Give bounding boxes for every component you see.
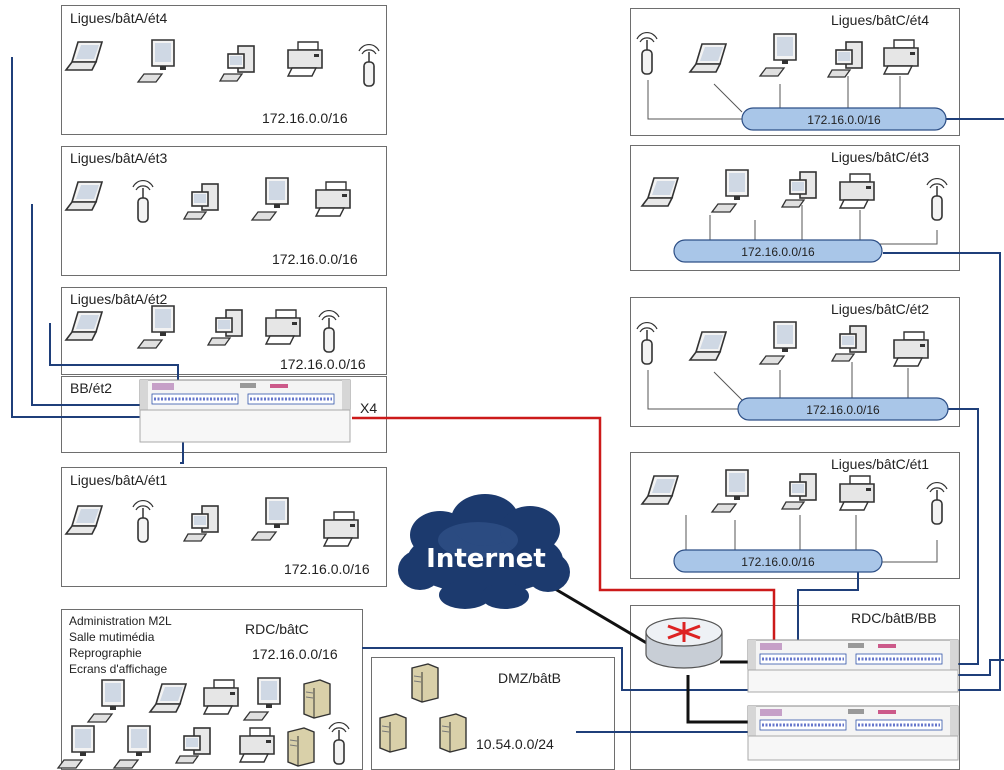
printer-icon xyxy=(315,181,351,217)
switch-chassis-icon xyxy=(138,378,352,412)
printer-icon xyxy=(287,41,323,77)
wifi-antenna-icon xyxy=(926,481,948,525)
desktop-icon xyxy=(711,469,749,513)
wifi-antenna-icon xyxy=(636,31,658,75)
printer-icon xyxy=(323,511,359,547)
wifi-antenna-icon xyxy=(636,321,658,365)
workstation-icon xyxy=(207,309,243,346)
zone-title: Ligues/bâtA/ét4 xyxy=(70,10,168,26)
wifi-antenna-icon xyxy=(318,309,340,353)
switch-chassis-icon xyxy=(746,638,960,672)
network-bus xyxy=(673,239,883,263)
workstation-icon xyxy=(831,325,867,362)
server-icon xyxy=(439,713,467,753)
laptop-icon xyxy=(689,331,727,361)
workstation-icon xyxy=(219,45,255,82)
wifi-antenna-icon xyxy=(328,721,350,765)
zone-subnet: 172.16.0.0/16 xyxy=(284,561,370,577)
workstation-icon xyxy=(781,473,817,510)
zone-title: Ligues/bâtC/ét3 xyxy=(831,149,930,165)
laptop-icon xyxy=(641,177,679,207)
desktop-icon xyxy=(87,679,125,723)
printer-icon xyxy=(893,331,929,367)
laptop-icon xyxy=(641,475,679,505)
service-label: Reprographie xyxy=(69,646,142,660)
switch-chassis-icon xyxy=(746,704,960,738)
network-bus xyxy=(673,549,883,573)
network-bus xyxy=(737,397,949,421)
wifi-antenna-icon xyxy=(358,43,380,87)
workstation-icon xyxy=(827,41,863,78)
internet-label: Internet xyxy=(426,544,546,574)
desktop-icon xyxy=(759,321,797,365)
printer-icon xyxy=(239,727,275,763)
desktop-icon xyxy=(711,169,749,213)
zone-title: RDC/bâtC xyxy=(245,621,309,637)
service-label: Ecrans d'affichage xyxy=(69,662,168,676)
bus-subnet: 172.16.0.0/16 xyxy=(741,245,815,259)
zone-title: Ligues/bâtC/ét4 xyxy=(831,12,930,28)
laptop-icon xyxy=(65,505,103,535)
laptop-icon xyxy=(149,683,187,713)
printer-icon xyxy=(265,309,301,345)
wifi-antenna-icon xyxy=(132,179,154,223)
switch-chassis-lower xyxy=(747,735,959,761)
cloud-icon xyxy=(398,494,570,609)
wifi-antenna-icon xyxy=(926,177,948,221)
zone-title: Ligues/bâtA/ét1 xyxy=(70,472,168,488)
workstation-icon xyxy=(183,505,219,542)
service-label: Administration M2L xyxy=(69,614,172,628)
switch-chassis-lower xyxy=(747,669,959,693)
wifi-antenna-icon xyxy=(132,499,154,543)
printer-icon xyxy=(883,39,919,75)
laptop-icon xyxy=(65,181,103,211)
service-label: Salle mutimédia xyxy=(69,630,155,644)
zone-subnet: 172.16.0.0/16 xyxy=(280,356,366,372)
laptop-icon xyxy=(65,41,103,71)
printer-icon xyxy=(839,475,875,511)
desktop-icon xyxy=(137,39,175,83)
bus-subnet: 172.16.0.0/16 xyxy=(806,403,880,417)
laptop-icon xyxy=(65,311,103,341)
printer-icon xyxy=(203,679,239,715)
bus-subnet: 172.16.0.0/16 xyxy=(741,555,815,569)
desktop-icon xyxy=(243,677,281,721)
desktop-icon xyxy=(251,177,289,221)
zone-subnet: 172.16.0.0/16 xyxy=(252,646,338,662)
desktop-icon xyxy=(759,33,797,77)
switch-chassis-lower xyxy=(139,409,351,443)
zone-subnet: 172.16.0.0/16 xyxy=(262,110,348,126)
laptop-icon xyxy=(689,43,727,73)
workstation-icon xyxy=(781,171,817,208)
switch-count: X4 xyxy=(360,400,378,416)
server-icon xyxy=(411,663,439,703)
desktop-icon xyxy=(137,305,175,349)
server-icon xyxy=(287,727,315,767)
desktop-icon xyxy=(57,725,95,769)
router-icon xyxy=(645,617,723,669)
workstation-icon xyxy=(183,183,219,220)
bus-subnet: 172.16.0.0/16 xyxy=(807,113,881,127)
printer-icon xyxy=(839,173,875,209)
zone-subnet: 172.16.0.0/16 xyxy=(272,251,358,267)
workstation-icon xyxy=(175,727,211,764)
desktop-icon xyxy=(113,725,151,769)
desktop-icon xyxy=(251,497,289,541)
network-bus xyxy=(741,107,947,131)
server-icon xyxy=(379,713,407,753)
server-icon xyxy=(303,679,331,719)
zone-subnet: 10.54.0.0/24 xyxy=(476,736,554,752)
